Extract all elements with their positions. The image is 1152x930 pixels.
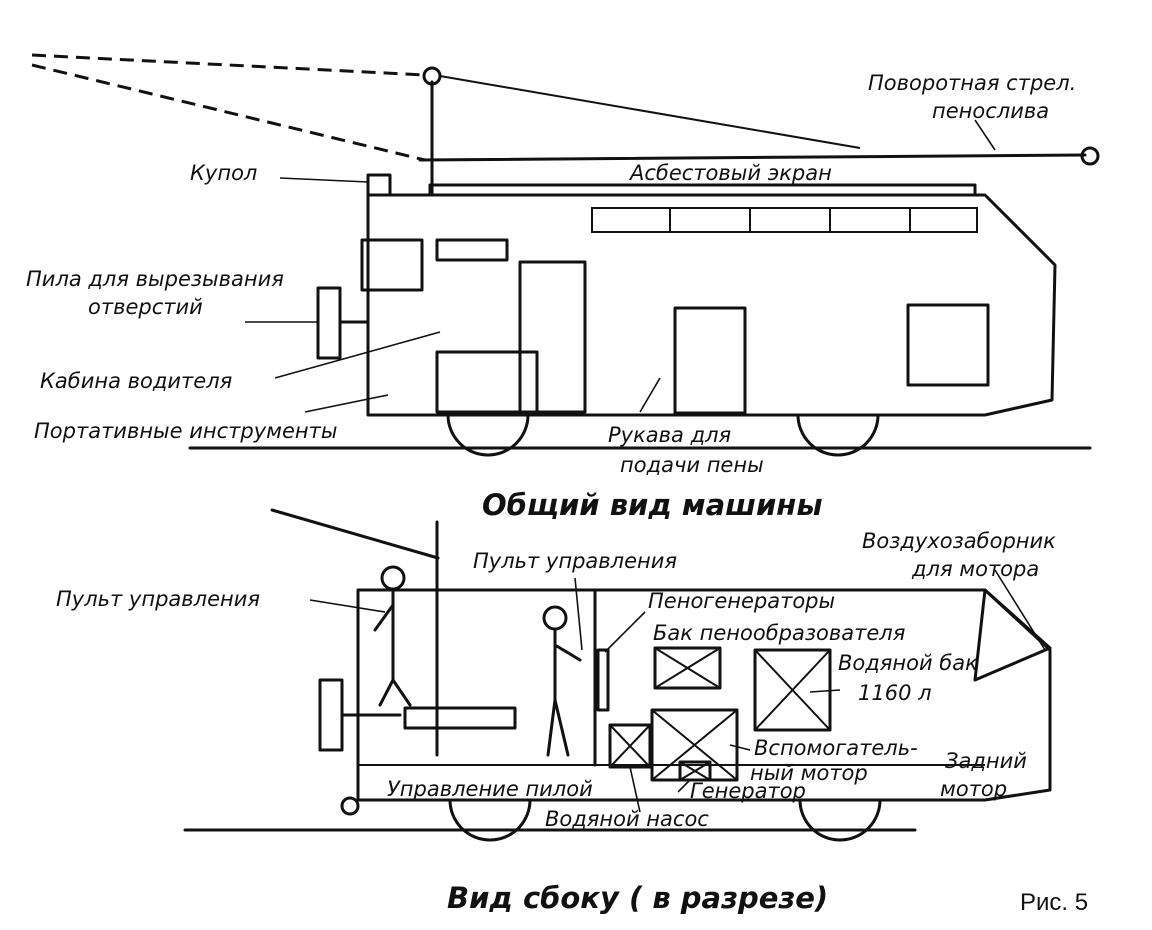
side-view-drawing <box>183 508 1052 842</box>
boom-raised-dashed <box>31 53 426 77</box>
foam-generator-shape <box>596 648 610 712</box>
label-rear-motor-line2: мотор <box>940 777 1007 801</box>
roof-rail <box>591 207 978 233</box>
tool-box <box>435 350 539 414</box>
water-pump-box <box>608 723 652 769</box>
general-view-leaders <box>245 119 996 413</box>
label-saw-line1: Пила для вырезывания <box>26 267 284 291</box>
side-hitch <box>340 796 360 816</box>
air-intake-leader <box>994 569 1046 651</box>
label-water-tank-line1: Водяной бак <box>838 651 978 675</box>
aux-motor-leader <box>729 744 751 751</box>
water-tank-leader <box>809 689 841 693</box>
label-control-panel-left: Пульт управления <box>56 587 260 611</box>
cab-window <box>360 238 424 292</box>
label-hoses-line1: Рукава для <box>608 423 731 447</box>
aux-motor-box <box>650 708 739 782</box>
boom-leader <box>974 119 996 151</box>
saw-shape <box>316 286 342 360</box>
boom-raised-dashed-lower <box>31 63 426 162</box>
label-rear-motor-line1: Задний <box>945 749 1027 773</box>
side-rear-wheel <box>798 798 882 842</box>
label-hoses-line2: подачи пены <box>620 453 764 477</box>
general-view-drawing <box>31 53 1100 457</box>
label-boom-line2: пенослива <box>932 99 1049 123</box>
tools-leader <box>304 394 389 413</box>
side-door <box>518 260 587 414</box>
hoses-leader <box>639 377 661 413</box>
truck-body <box>366 193 1057 417</box>
label-foam-tank: Бак пенообразователя <box>653 621 905 645</box>
foam-tank-box <box>653 646 722 690</box>
label-water-pump: Водяной насос <box>545 807 709 831</box>
cab-window-small <box>435 238 509 262</box>
figure-number: Рис. 5 <box>1020 889 1088 916</box>
side-boom <box>270 508 440 560</box>
rear-hatch <box>906 303 990 387</box>
compartment-door <box>673 306 747 415</box>
label-control-panel-center: Пульт управления <box>473 549 677 573</box>
label-aux-motor-line2: ный мотор <box>750 761 868 785</box>
foam-generators-leader <box>604 611 646 653</box>
generator-box <box>678 760 712 782</box>
label-boom-line1: Поворотная стрел. <box>868 71 1076 95</box>
side-view-leaders <box>309 569 1046 813</box>
side-front-wheel <box>448 798 532 842</box>
left-panel-leader <box>309 599 386 613</box>
label-saw-line2: отверстий <box>88 295 203 319</box>
label-foam-generators: Пеногенераторы <box>648 589 835 613</box>
front-wheel <box>446 413 530 457</box>
label-asbestos-screen: Асбестовый экран <box>628 161 832 185</box>
boom-arm <box>418 153 1087 162</box>
asbestos-screen-shape <box>428 183 977 197</box>
label-portable-tools: Портативные инструменты <box>34 419 337 443</box>
title-general-view: Общий вид машины <box>482 488 823 522</box>
rear-wheel <box>796 413 880 457</box>
label-aux-motor-line1: Вспомогатель- <box>754 736 918 760</box>
label-air-intake-line1: Воздухозаборник <box>862 529 1056 553</box>
water-pump-leader <box>629 766 641 813</box>
boom-nozzle <box>1080 146 1100 166</box>
dome-shape <box>366 173 392 197</box>
label-water-tank-line2: 1160 л <box>858 681 932 705</box>
operator-left <box>373 565 412 707</box>
title-side-view: Вид сбоку ( в разрезе) <box>447 881 828 915</box>
label-generator: Генератор <box>690 779 806 803</box>
air-intake-shape <box>973 588 1052 682</box>
center-panel-leader <box>574 577 583 651</box>
generator-leader <box>677 779 691 793</box>
cab-leader <box>274 331 441 379</box>
label-dome: Купол <box>190 161 257 185</box>
boom-cable <box>439 75 861 149</box>
operator-center <box>542 605 582 757</box>
water-tank-box <box>753 648 832 732</box>
dome-leader <box>279 177 369 183</box>
side-body <box>356 588 1052 802</box>
side-saw <box>318 678 344 752</box>
label-air-intake-line2: для мотора <box>911 557 1039 581</box>
operator-bench <box>403 706 517 730</box>
label-saw-control: Управление пилой <box>387 777 593 801</box>
label-cab: Кабина водителя <box>40 369 232 393</box>
